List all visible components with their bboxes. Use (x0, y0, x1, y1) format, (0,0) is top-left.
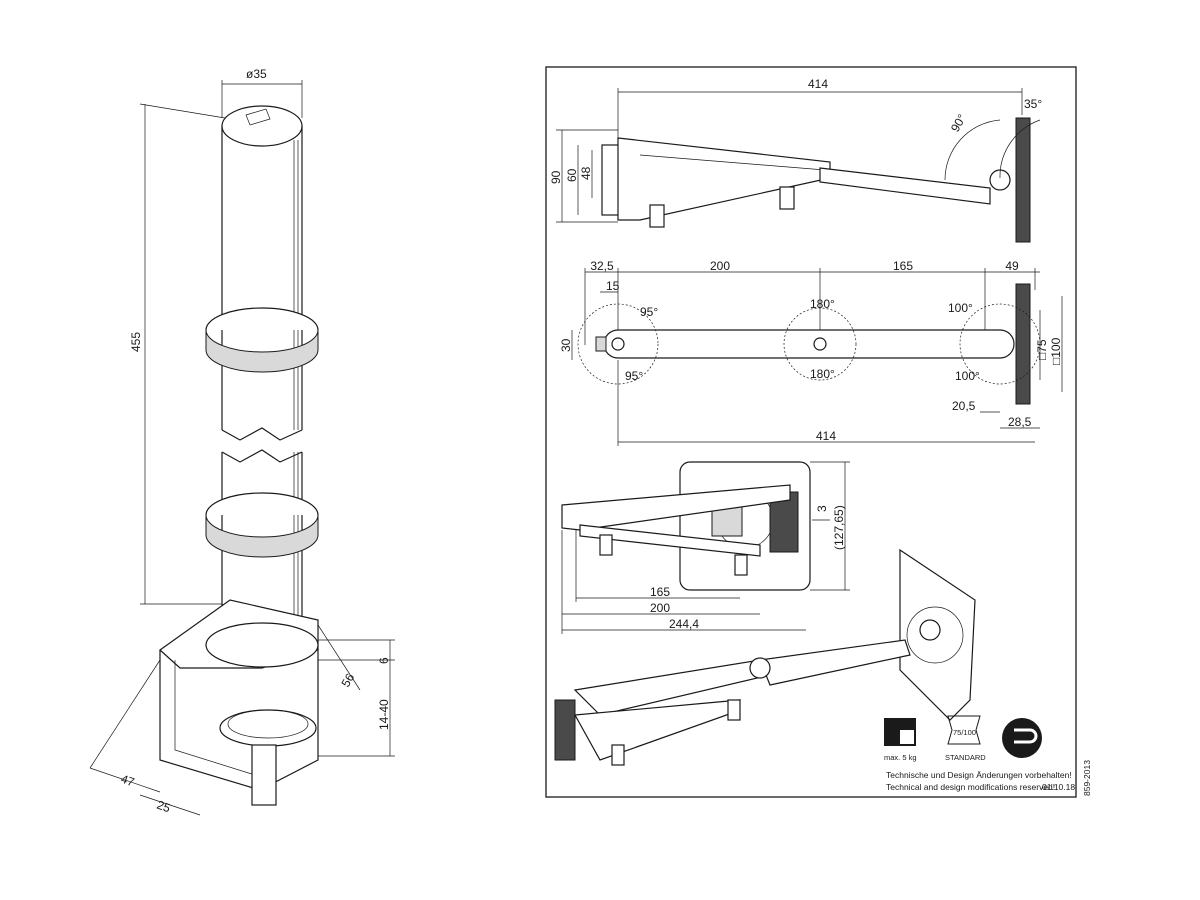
top-vesa100-label: □100 (1049, 337, 1063, 365)
vesa-standard-label: STANDARD (945, 753, 986, 762)
pole-top-cap (221, 105, 303, 147)
side-h48-label: 48 (579, 166, 593, 180)
note-german: Technische und Design Änderungen vorbeha… (886, 770, 1072, 780)
badges: max. 5 kg 75/100 STANDARD (884, 715, 1042, 762)
top-angle-180-top: 180° (810, 297, 835, 311)
clamp-range-label: 14-40 (377, 699, 391, 730)
top-arm (603, 329, 1015, 359)
side-h90-label: 90 (549, 170, 563, 184)
folded-d200-label: 200 (650, 601, 670, 615)
side-length-label: 414 (808, 77, 828, 91)
lower-collar (205, 514, 319, 558)
top-angle-180-bottom: 180° (810, 367, 835, 381)
folded-d165-label: 165 (650, 585, 670, 599)
doc-id-label: 859-2013 (1082, 760, 1092, 796)
top-d20-5-label: 20,5 (952, 399, 976, 413)
top-vesa-plate (1015, 283, 1031, 405)
side-vesa-plate (1015, 117, 1031, 243)
perspective-arm (759, 639, 911, 686)
top-angle-100-bottom: 100° (955, 369, 980, 383)
clamp-screw (251, 744, 277, 806)
top-d32-5-label: 32,5 (590, 259, 614, 273)
side-forearm (819, 167, 991, 205)
top-view: 32,5 200 165 49 15 30 95° 95° 180° 180° … (559, 259, 1063, 446)
folded-d127-65-label: (127,65) (832, 505, 846, 550)
folded-arm (579, 524, 761, 557)
clamp-d56-label: 56 (338, 671, 357, 690)
drawing-frame (545, 66, 1077, 798)
perspective-pole-mount (554, 699, 576, 761)
top-vesa75-label: □75 (1035, 339, 1049, 360)
top-angle-100-top: 100° (948, 301, 973, 315)
side-angle-35: 35° (1024, 97, 1042, 111)
note-english: Technical and design modifications reser… (886, 782, 1055, 792)
top-d165-label: 165 (893, 259, 913, 273)
top-d28-5-label: 28,5 (1008, 415, 1032, 429)
top-d30-label: 30 (559, 338, 573, 352)
pole-height-label: 455 (129, 332, 143, 352)
side-view: 414 90° 35° 90 60 48 (549, 77, 1042, 243)
clamp-d25-label: 25 (155, 798, 173, 816)
upper-collar (205, 329, 319, 373)
notes: Technische und Design Änderungen vorbeha… (886, 760, 1092, 796)
vesa-standard-icon (947, 715, 981, 745)
pole-assembly: ø35 455 (89, 67, 395, 816)
top-d15-label: 15 (606, 279, 620, 293)
vesa-top-label: 75/100 (953, 728, 976, 737)
pole-diameter-label: ø35 (246, 67, 267, 81)
note-date: 01.10.18 (1042, 782, 1075, 792)
folded-d3-label: 3 (815, 505, 829, 512)
top-angle-95-bottom: 95° (625, 369, 643, 383)
clamp-d47-label: 47 (119, 772, 137, 790)
top-d200-label: 200 (710, 259, 730, 273)
max-load-label: max. 5 kg (884, 753, 917, 762)
side-angle-90: 90° (948, 112, 969, 135)
clamp-screw-plate (219, 709, 317, 747)
clamp-d6-label: 6 (377, 657, 391, 664)
brand-logo-icon (1002, 718, 1042, 758)
top-angle-95-top: 95° (640, 305, 658, 319)
top-d49-label: 49 (1005, 259, 1019, 273)
folded-d244-4-label: 244,4 (669, 617, 699, 631)
side-h60-label: 60 (565, 168, 579, 182)
perspective-view (554, 548, 976, 766)
folded-view: (127,65) 3 165 200 244,4 (561, 461, 850, 634)
top-length-label: 414 (816, 429, 836, 443)
